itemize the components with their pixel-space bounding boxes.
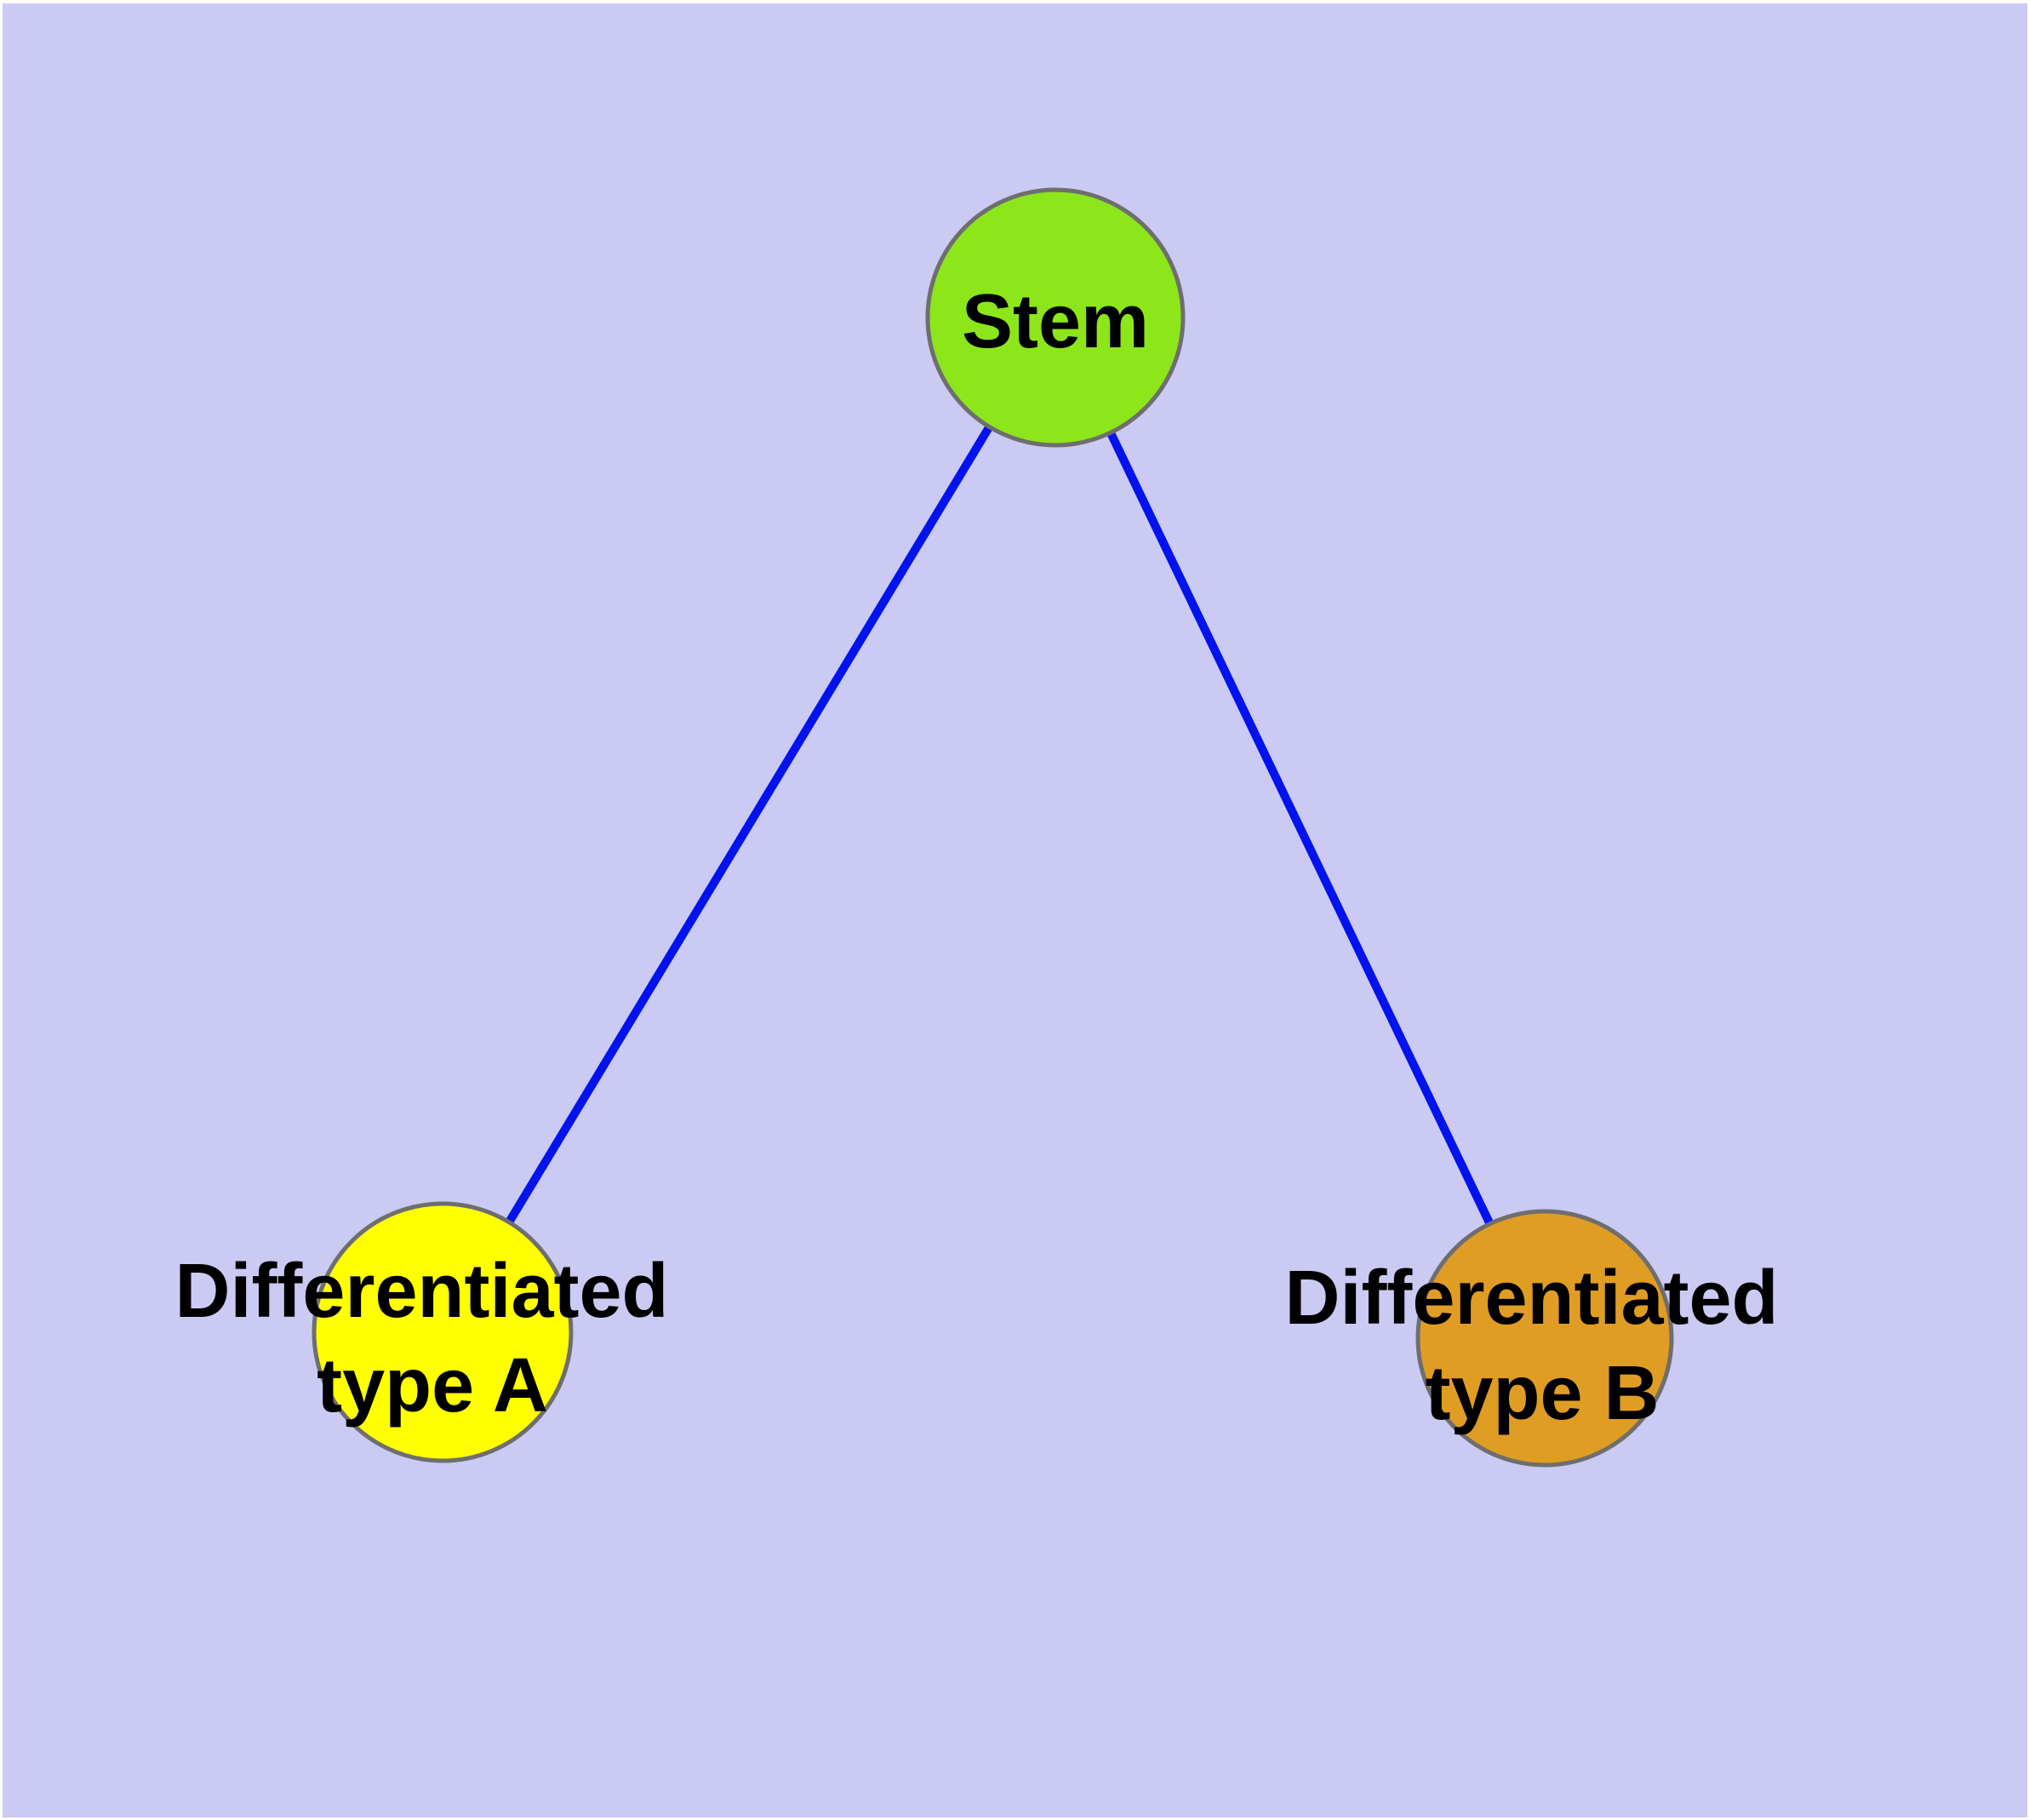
stem-node-label: Stem bbox=[962, 279, 1149, 364]
differentiated-type-b-label: Differentiated type B bbox=[1284, 1256, 1799, 1436]
differentiated-type-a-label: Differentiated type A bbox=[174, 1249, 689, 1428]
differentiated-type-a-label-line2: type A bbox=[317, 1343, 548, 1428]
differentiated-type-b-circle[interactable] bbox=[1415, 1209, 1674, 1468]
differentiated-type-b-label-line2: type B bbox=[1425, 1351, 1659, 1436]
differentiated-type-b-node[interactable]: Differentiated type B bbox=[1284, 1209, 1799, 1468]
differentiated-type-a-circle[interactable] bbox=[311, 1201, 574, 1463]
differentiated-type-b-label-line1: Differentiated bbox=[1284, 1256, 1778, 1341]
differentiated-type-a-label-line1: Differentiated bbox=[174, 1249, 668, 1334]
differentiated-type-a-node[interactable]: Differentiated type A bbox=[174, 1201, 689, 1463]
stem-node-circle[interactable] bbox=[925, 187, 1186, 448]
edge-stem-to-type-b bbox=[1051, 315, 1549, 1341]
edge-stem-to-type-a bbox=[438, 315, 1060, 1335]
stem-node[interactable]: Stem bbox=[925, 187, 1186, 448]
